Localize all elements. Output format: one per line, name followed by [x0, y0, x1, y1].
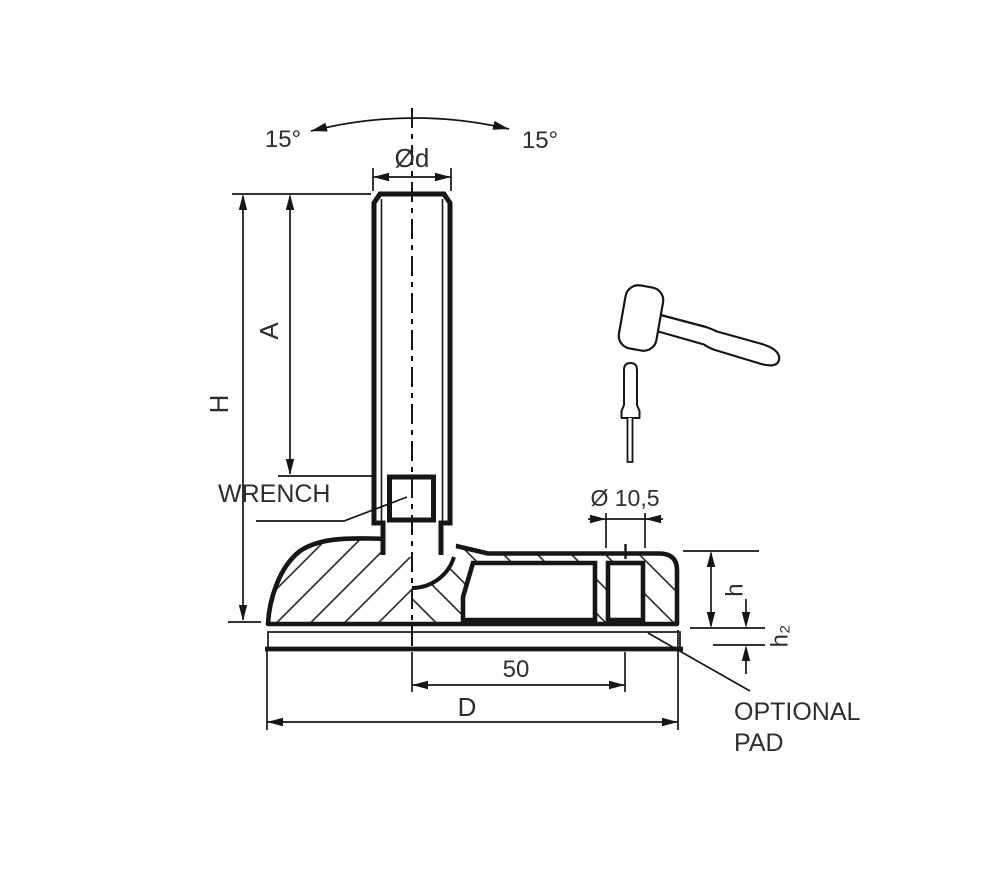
hole-offset-dimension: 50 — [411, 652, 626, 692]
arrow — [285, 459, 295, 475]
arrow — [609, 680, 625, 690]
punch-icon — [620, 362, 641, 463]
mallet-head — [617, 284, 665, 352]
arrow — [373, 172, 389, 182]
arrow — [706, 551, 716, 567]
wrench-leader — [256, 496, 408, 522]
swing-arc — [310, 117, 510, 132]
foot-base-outline — [265, 536, 680, 627]
arrow — [741, 645, 751, 661]
mounting-hole — [605, 560, 646, 623]
arrow — [706, 612, 716, 628]
foot-base — [265, 500, 680, 627]
arrow — [590, 514, 606, 524]
optional-pad-label-line2: PAD — [734, 729, 784, 757]
thread-length-label: A — [254, 322, 284, 340]
wrench-note: WRENCH — [218, 480, 408, 522]
base-diameter-dimension: D — [266, 630, 679, 730]
arrow — [435, 172, 451, 182]
punch-pin — [626, 418, 634, 463]
pad-thickness-label: h₂ — [767, 625, 794, 648]
mallet-handle — [651, 312, 781, 367]
base-height-label: h — [722, 583, 749, 596]
arrow — [412, 680, 428, 690]
arrow — [741, 612, 751, 628]
ball-arc — [411, 556, 456, 590]
hole-offset-label: 50 — [503, 656, 530, 683]
arrow — [267, 717, 283, 727]
thread-diameter-label: Ød — [395, 143, 430, 173]
swing-arrow-right — [492, 120, 509, 130]
optional-pad-leader — [647, 632, 751, 692]
arrow — [238, 605, 248, 621]
optional-pad — [265, 631, 683, 652]
swing-arrow-left — [311, 122, 328, 132]
height-dimensions: H A — [204, 193, 374, 623]
arrow — [285, 194, 295, 210]
base-diameter-label: D — [458, 692, 477, 722]
optional-pad-note: OPTIONAL PAD — [647, 632, 861, 757]
pad-body — [267, 631, 681, 649]
angle-left-label: 15° — [265, 126, 301, 153]
arrow — [662, 717, 678, 727]
thread-diameter-dimension: Ød — [372, 143, 452, 191]
arrow — [645, 514, 661, 524]
optional-pad-label-line1: OPTIONAL — [734, 698, 861, 726]
arrow — [238, 194, 248, 210]
overall-height-label: H — [204, 395, 234, 414]
punch-body — [620, 362, 641, 419]
wrench-label: WRENCH — [218, 480, 331, 508]
hole-diameter-label: Ø 10,5 — [590, 485, 659, 511]
swing-angle-dimension: 15° 15° — [265, 117, 558, 154]
base-cavity — [460, 560, 598, 623]
hole-diameter-dimension: Ø 10,5 — [588, 485, 663, 548]
mallet-icon — [617, 284, 781, 367]
base-height-dimension: h — [683, 550, 765, 629]
pad-thickness-dimension: h₂ — [713, 599, 794, 674]
angle-right-label: 15° — [522, 127, 558, 154]
